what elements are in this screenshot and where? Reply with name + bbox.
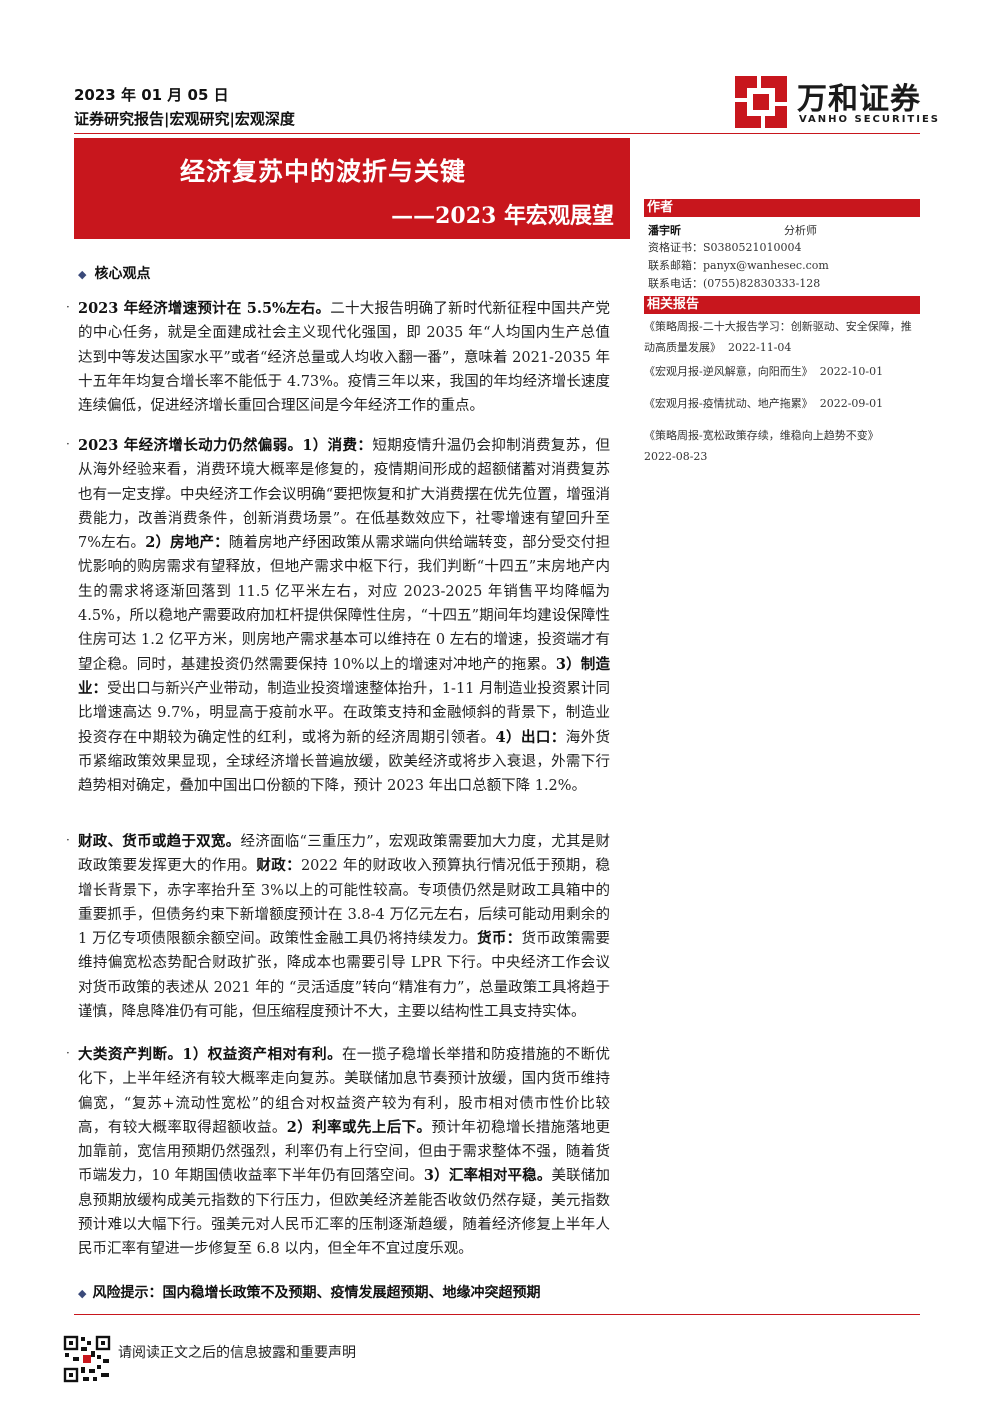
author-certificate: 资格证书：S0380521010004	[648, 241, 802, 254]
report-title: 经济复苏中的波折与关键	[180, 157, 467, 186]
footer-divider	[74, 1314, 920, 1315]
qr-code-icon[interactable]	[63, 1335, 111, 1383]
bullet-icon: ·	[66, 300, 70, 314]
author-phone: 联系电话：(0755)82830333-128	[648, 277, 821, 290]
report-date: 2023 年 01 月 05 日	[74, 86, 229, 104]
related-report-date: 2022-11-04	[728, 341, 792, 354]
title-banner	[74, 138, 630, 239]
core-views-heading: ◆核心观点	[78, 266, 151, 282]
lead-text: 大类资产判断。1）权益资产相对有利。	[78, 1046, 342, 1063]
bullet-icon: ·	[66, 437, 70, 451]
bullet-icon: ·	[66, 833, 70, 847]
related-report-date: 2022-08-23	[644, 450, 708, 463]
related-report-date: 2022-09-01	[819, 397, 884, 410]
lead-text: 2023 年经济增速预计在 5.5%左右。	[78, 300, 331, 317]
paragraph-growth-drivers: 2023 年经济增长动力仍然偏弱。1）消费：短期疫情升温仍会抑制消费复苏，但从海…	[78, 437, 611, 795]
diamond-icon: ◆	[78, 1287, 87, 1300]
vanho-logo-icon	[735, 76, 787, 128]
logo-chinese-name: 万和证券	[797, 82, 921, 117]
related-reports-heading: 相关报告	[644, 296, 920, 314]
lead-text: 财政、货币或趋于双宽。	[78, 833, 241, 850]
disclaimer-note: 请阅读正文之后的信息披露和重要声明	[118, 1345, 356, 1361]
paragraph-growth-forecast: 2023 年经济增速预计在 5.5%左右。二十大报告明确了新时代新征程中国共产党…	[78, 300, 611, 415]
logo-english-name: VANHO SECURITIES	[799, 114, 941, 125]
bullet-icon: ·	[66, 1046, 70, 1060]
related-report-title: 《策略周报-宽松政策存续，维稳向上趋势不变》	[644, 429, 879, 442]
related-report-date: 2022-10-01	[819, 365, 884, 378]
header-divider	[74, 133, 920, 134]
related-report-item[interactable]: 《策略周报-二十大报告学习：创新驱动、安全保障，推动高质量发展》 2022-11…	[644, 316, 920, 358]
author-name: 潘宇昕	[648, 224, 681, 237]
report-subtitle: ——2023 年宏观展望	[391, 203, 614, 229]
related-report-title: 《宏观月报-逆风解意，向阳而生》	[644, 365, 813, 378]
related-report-item[interactable]: 《宏观月报-逆风解意，向阳而生》 2022-10-01	[644, 361, 920, 382]
related-report-item[interactable]: 《策略周报-宽松政策存续，维稳向上趋势不变》 2022-08-23	[644, 425, 920, 467]
lead-text: 2023 年经济增长动力仍然偏弱。1）消费：	[78, 437, 373, 454]
related-report-title: 《策略周报-二十大报告学习：创新驱动、安全保障，推动高质量发展》	[644, 320, 912, 354]
company-logo: 万和证券 VANHO SECURITIES	[733, 74, 943, 130]
author-role: 分析师	[784, 224, 817, 237]
risk-warning: ◆风险提示：国内稳增长政策不及预期、疫情发展超预期、地缘冲突超预期	[78, 1285, 541, 1301]
report-category: 证券研究报告|宏观研究|宏观深度	[74, 110, 295, 128]
related-report-title: 《宏观月报-疫情扰动、地产拖累》	[644, 397, 813, 410]
diamond-icon: ◆	[78, 268, 87, 281]
author-heading: 作者	[644, 199, 920, 217]
paragraph-fiscal-monetary: 财政、货币或趋于双宽。经济面临“三重压力”，宏观政策需要加大力度，尤其是财政政策…	[78, 833, 611, 1021]
paragraph-asset-allocation: 大类资产判断。1）权益资产相对有利。在一揽子稳增长举措和防疫措施的不断优化下，上…	[78, 1046, 611, 1258]
author-email[interactable]: 联系邮箱：panyx@wanhesec.com	[648, 259, 829, 272]
related-report-item[interactable]: 《宏观月报-疫情扰动、地产拖累》 2022-09-01	[644, 393, 920, 414]
